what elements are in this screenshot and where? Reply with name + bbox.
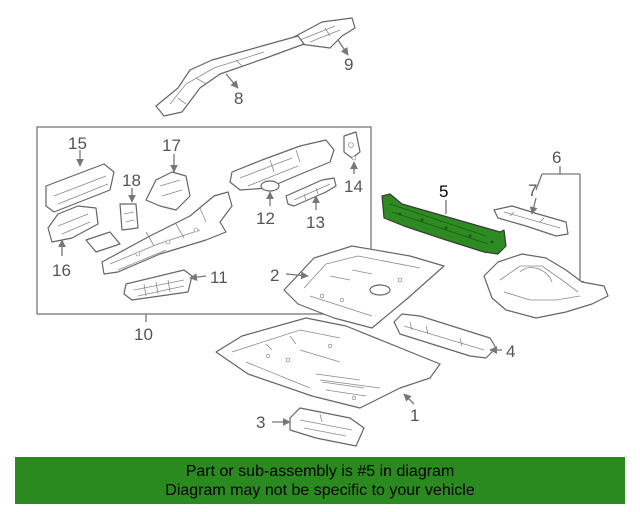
callout-7[interactable]: 7 <box>528 181 537 200</box>
callout-11[interactable]: 11 <box>210 268 228 287</box>
part-7[interactable] <box>493 205 569 237</box>
callout-16[interactable]: 16 <box>52 261 71 280</box>
leader-8 <box>225 73 239 89</box>
leader-9 <box>337 39 349 56</box>
callout-17[interactable]: 17 <box>162 136 181 155</box>
part-9[interactable] <box>291 17 356 49</box>
part-13[interactable] <box>285 177 337 207</box>
callout-4[interactable]: 4 <box>506 342 515 361</box>
callout-14[interactable]: 14 <box>344 177 363 196</box>
callout-3[interactable]: 3 <box>256 413 265 432</box>
part-16[interactable] <box>47 205 121 253</box>
part-8[interactable] <box>155 35 305 117</box>
callout-8[interactable]: 8 <box>234 89 243 108</box>
callout-18[interactable]: 18 <box>122 171 141 190</box>
leader-2 <box>285 271 309 280</box>
part-6[interactable] <box>483 253 609 319</box>
part-1[interactable] <box>215 317 441 409</box>
callout-2[interactable]: 2 <box>270 266 279 285</box>
part-5-highlighted[interactable] <box>381 193 507 255</box>
parts-diagram: 9 8 10 15 18 17 16 <box>36 17 609 447</box>
part-11[interactable] <box>123 269 193 301</box>
leader-6-bracket <box>535 166 580 191</box>
callout-1[interactable]: 1 <box>410 406 419 425</box>
part-18[interactable] <box>119 203 139 231</box>
callout-6[interactable]: 6 <box>552 148 561 167</box>
part-15[interactable] <box>45 163 115 213</box>
callout-5[interactable]: 5 <box>439 182 448 201</box>
leader-7 <box>529 197 538 215</box>
part-12[interactable] <box>229 139 335 192</box>
callout-9[interactable]: 9 <box>344 55 353 74</box>
leader-1 <box>403 393 415 405</box>
part-3[interactable] <box>289 407 365 447</box>
callout-12[interactable]: 12 <box>256 209 275 228</box>
part-frame-assembly[interactable] <box>101 191 233 275</box>
part-17[interactable] <box>145 171 191 211</box>
diagram-notice-banner: Part or sub-assembly is #5 in diagram Di… <box>15 457 625 504</box>
subassembly-frame <box>36 126 372 315</box>
callout-15[interactable]: 15 <box>68 134 87 153</box>
callout-13[interactable]: 13 <box>306 213 325 232</box>
notice-line-1: Part or sub-assembly is #5 in diagram <box>185 462 455 480</box>
callout-10[interactable]: 10 <box>134 325 153 344</box>
leader-11 <box>189 273 207 281</box>
part-2[interactable] <box>283 245 445 329</box>
part-14[interactable] <box>343 131 361 161</box>
notice-line-2: Diagram may not be specific to your vehi… <box>165 481 475 499</box>
